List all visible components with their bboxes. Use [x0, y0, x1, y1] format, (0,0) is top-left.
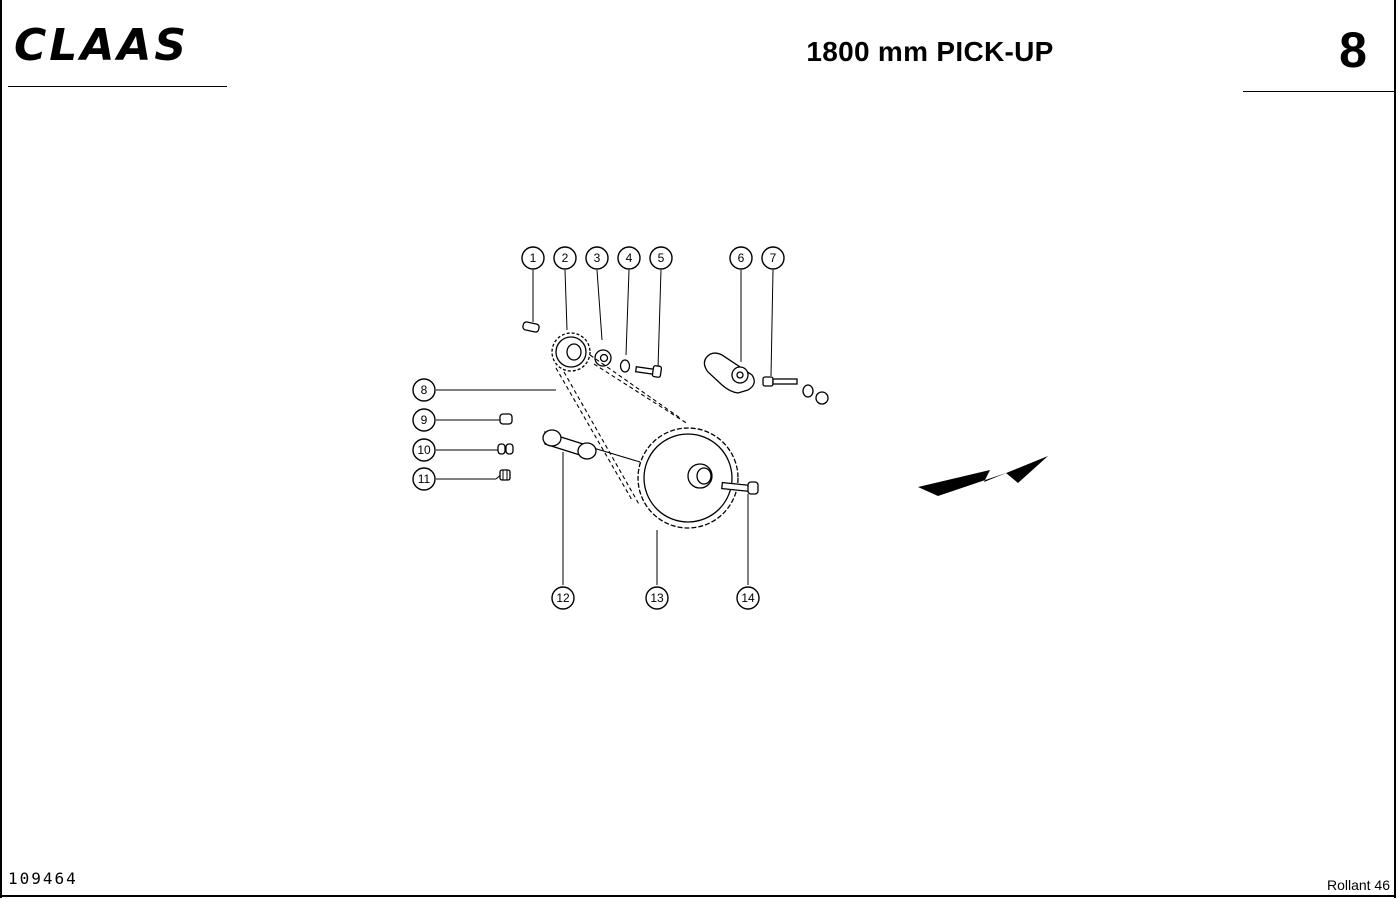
page-title: 1800 mm PICK-UP [806, 36, 1054, 67]
callout-8: 8 [412, 378, 436, 402]
callout-4: 4 [617, 246, 641, 270]
callout-number: 8 [421, 383, 428, 397]
callout-number: 12 [556, 591, 570, 605]
model-label: Rollant 46 [1326, 877, 1390, 893]
pin-part [522, 321, 540, 333]
callout-5: 5 [649, 246, 673, 270]
frame-right-border [1394, 0, 1396, 898]
bolt-part [634, 365, 663, 378]
callout-number: 11 [418, 472, 431, 486]
callout-9: 9 [412, 408, 436, 432]
spacer-ring-part [594, 349, 612, 367]
callout-number: 7 [770, 251, 777, 265]
callout-number: 4 [626, 251, 633, 265]
callout-1: 1 [521, 246, 545, 270]
callout-number: 9 [421, 413, 428, 427]
header-rule-left [8, 86, 227, 87]
callout-6: 6 [729, 246, 753, 270]
callout-13: 13 [645, 586, 669, 610]
callout-12: 12 [551, 586, 575, 610]
document-number: 109464 [8, 869, 78, 888]
callout-number: 13 [650, 591, 664, 605]
logo-text: CLAAS [14, 20, 189, 68]
large-sprocket-part [637, 427, 739, 529]
frame-left-border [0, 0, 2, 898]
bushing-part [542, 429, 597, 460]
callout-7: 7 [761, 246, 785, 270]
callout-number: 6 [738, 251, 745, 265]
callout-number: 5 [658, 251, 665, 265]
callout-number: 14 [741, 591, 755, 605]
arrow-icon [918, 456, 1048, 496]
callout-14: 14 [736, 586, 760, 610]
claas-logo: CLAAS [14, 20, 189, 68]
callout-number: 10 [417, 443, 431, 457]
callout-10: 10 [412, 438, 436, 462]
callout-2: 2 [553, 246, 577, 270]
callout-11: 11 [412, 467, 436, 491]
callout-number: 2 [562, 251, 569, 265]
callout-3: 3 [585, 246, 609, 270]
small-sprocket-part [551, 332, 591, 372]
roller-chain-part [555, 354, 689, 507]
tensioner-block-part [703, 352, 755, 394]
page-number: 8 [1339, 22, 1367, 78]
washer-part [619, 359, 631, 373]
callout-number: 1 [530, 251, 537, 265]
chain-link-parts [497, 413, 514, 481]
header-rule-right [1243, 91, 1396, 92]
axle-bolt-part [721, 481, 759, 495]
long-bolt-part [762, 376, 829, 405]
frame-bottom-border [0, 895, 1396, 897]
leader-lines [436, 269, 774, 585]
callout-number: 3 [594, 251, 601, 265]
